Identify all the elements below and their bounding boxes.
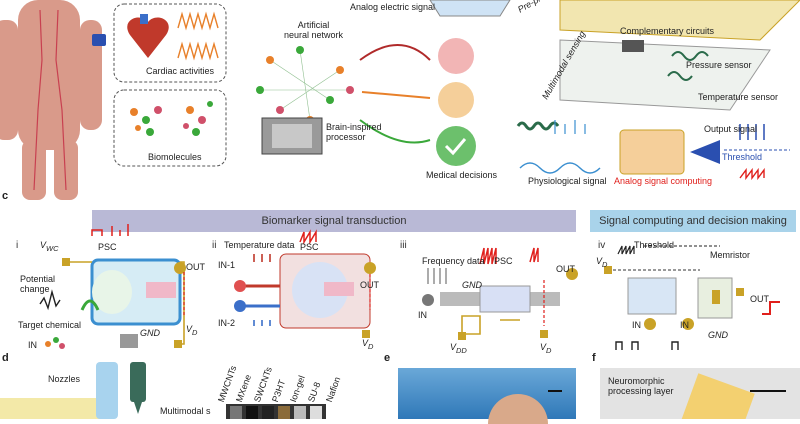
material-label: SU-8 [306,380,323,404]
pills-icon [438,82,474,118]
nozzles-label: Nozzles [48,374,81,384]
threshold-label: Threshold [722,152,763,162]
band-biomarker: Biomarker signal transduction [92,210,576,232]
panel-e-letter: e [384,352,391,364]
heart-icon [127,14,169,58]
wristwatch-icon [92,34,106,46]
circuit-iv-number: iv [598,240,606,251]
human-body-figure [0,0,102,200]
biomolecules-label: Biomolecules [148,152,202,162]
out-label-iv: OUT [750,294,769,304]
in-label-i: IN [28,340,37,350]
psc-label-ii: PSC [300,242,319,252]
circuit-ii [234,229,376,338]
material-label: Ion-gel [288,374,307,404]
cardiac-label: Cardiac activities [146,66,215,76]
medical-label: Medical decisions [426,170,498,180]
out-label-i: OUT [186,262,205,272]
vd-label-i: VD [186,324,198,337]
circuit-iii-number: iii [400,240,407,251]
vdd-label-iii: VDD [450,342,467,355]
vd-label-iv: VD [596,256,608,269]
pressure-label: Pressure sensor [686,60,752,70]
out-label-iii: OUT [556,264,575,274]
in1-label-ii: IN-1 [218,260,236,270]
complementary-label: Complementary circuits [620,26,715,36]
scale-bar [750,390,786,392]
in1-label-iv: IN [632,320,641,330]
temperature-label: Temperature sensor [698,92,779,102]
multimodal-label-d: Multimodal s [160,406,211,416]
circuit-i [39,224,186,349]
gnd-label-iii: GND [462,280,482,290]
psc-label-i: PSC [98,242,117,252]
memristor-label: Memristor [710,250,750,260]
material-label: P3HT [270,378,288,404]
gnd-label-i: GND [140,328,160,338]
nozzle-blue [96,362,118,419]
finger-shape [488,394,548,424]
ann-label: Artificial neural network [284,20,344,40]
output-signal-label: Output signal [704,124,758,134]
pressure-sensor-chip [622,40,644,52]
circuit-iii [422,247,578,340]
psc-label-iii: PSC [494,256,513,266]
material-label: Nafion [324,375,343,404]
target-chemical-label: Target chemical [18,320,82,330]
circuit-ii-number: ii [212,240,217,251]
vd-label-iii: VD [540,342,552,355]
circuit-iv [604,245,780,350]
amplifier-triangle [690,140,720,164]
material-label: MXene [234,373,254,404]
processing-layer [681,373,755,419]
out-label-ii: OUT [360,280,379,290]
threshold-label-iv: Threshold [634,240,675,250]
temperature-data-label: Temperature data [224,240,295,250]
in-label-iii: IN [418,310,427,320]
nozzle-green [130,362,146,402]
potential-change-label: Potential change [20,274,56,294]
panel-e-photo [398,368,576,424]
circuit-i-number: i [16,240,19,251]
panel-c-letter: c [2,190,9,202]
processor-chip-icon [261,117,323,155]
gnd-label-iv: GND [708,330,728,340]
materials-labels: MWCNTs MXene SWCNTs P3HT Ion-gel SU-8 Na… [216,360,376,404]
in2-label-iv: IN [680,320,689,330]
blood-vessels [33,9,67,191]
cardiac-trace [177,11,219,61]
bed-icon [438,38,474,74]
panel-b-art [0,0,800,200]
vwc-label: VWC [40,240,59,253]
scale-bar [548,390,562,392]
panel-d-letter: d [2,352,9,364]
in2-label-ii: IN-2 [218,318,236,328]
check-icon [436,126,476,166]
physiological-label: Physiological signal [528,176,607,186]
frequency-data-label: Frequency data [422,256,485,266]
vd-label-ii: VD [362,338,374,351]
processor-label: Brain-inspired processor [326,122,382,142]
analog-signal-label: Analog electric signal [350,2,436,12]
panel-f-letter: f [592,352,596,364]
panel-f-photo: Neuromorphic processing layer [600,368,800,419]
analog-computing-label: Analog signal computing [614,176,713,186]
biomolecule-clusters [130,101,213,136]
neuromorphic-label: Neuromorphic processing layer [608,376,674,396]
band-signal-computing: Signal computing and decision making [590,210,796,232]
